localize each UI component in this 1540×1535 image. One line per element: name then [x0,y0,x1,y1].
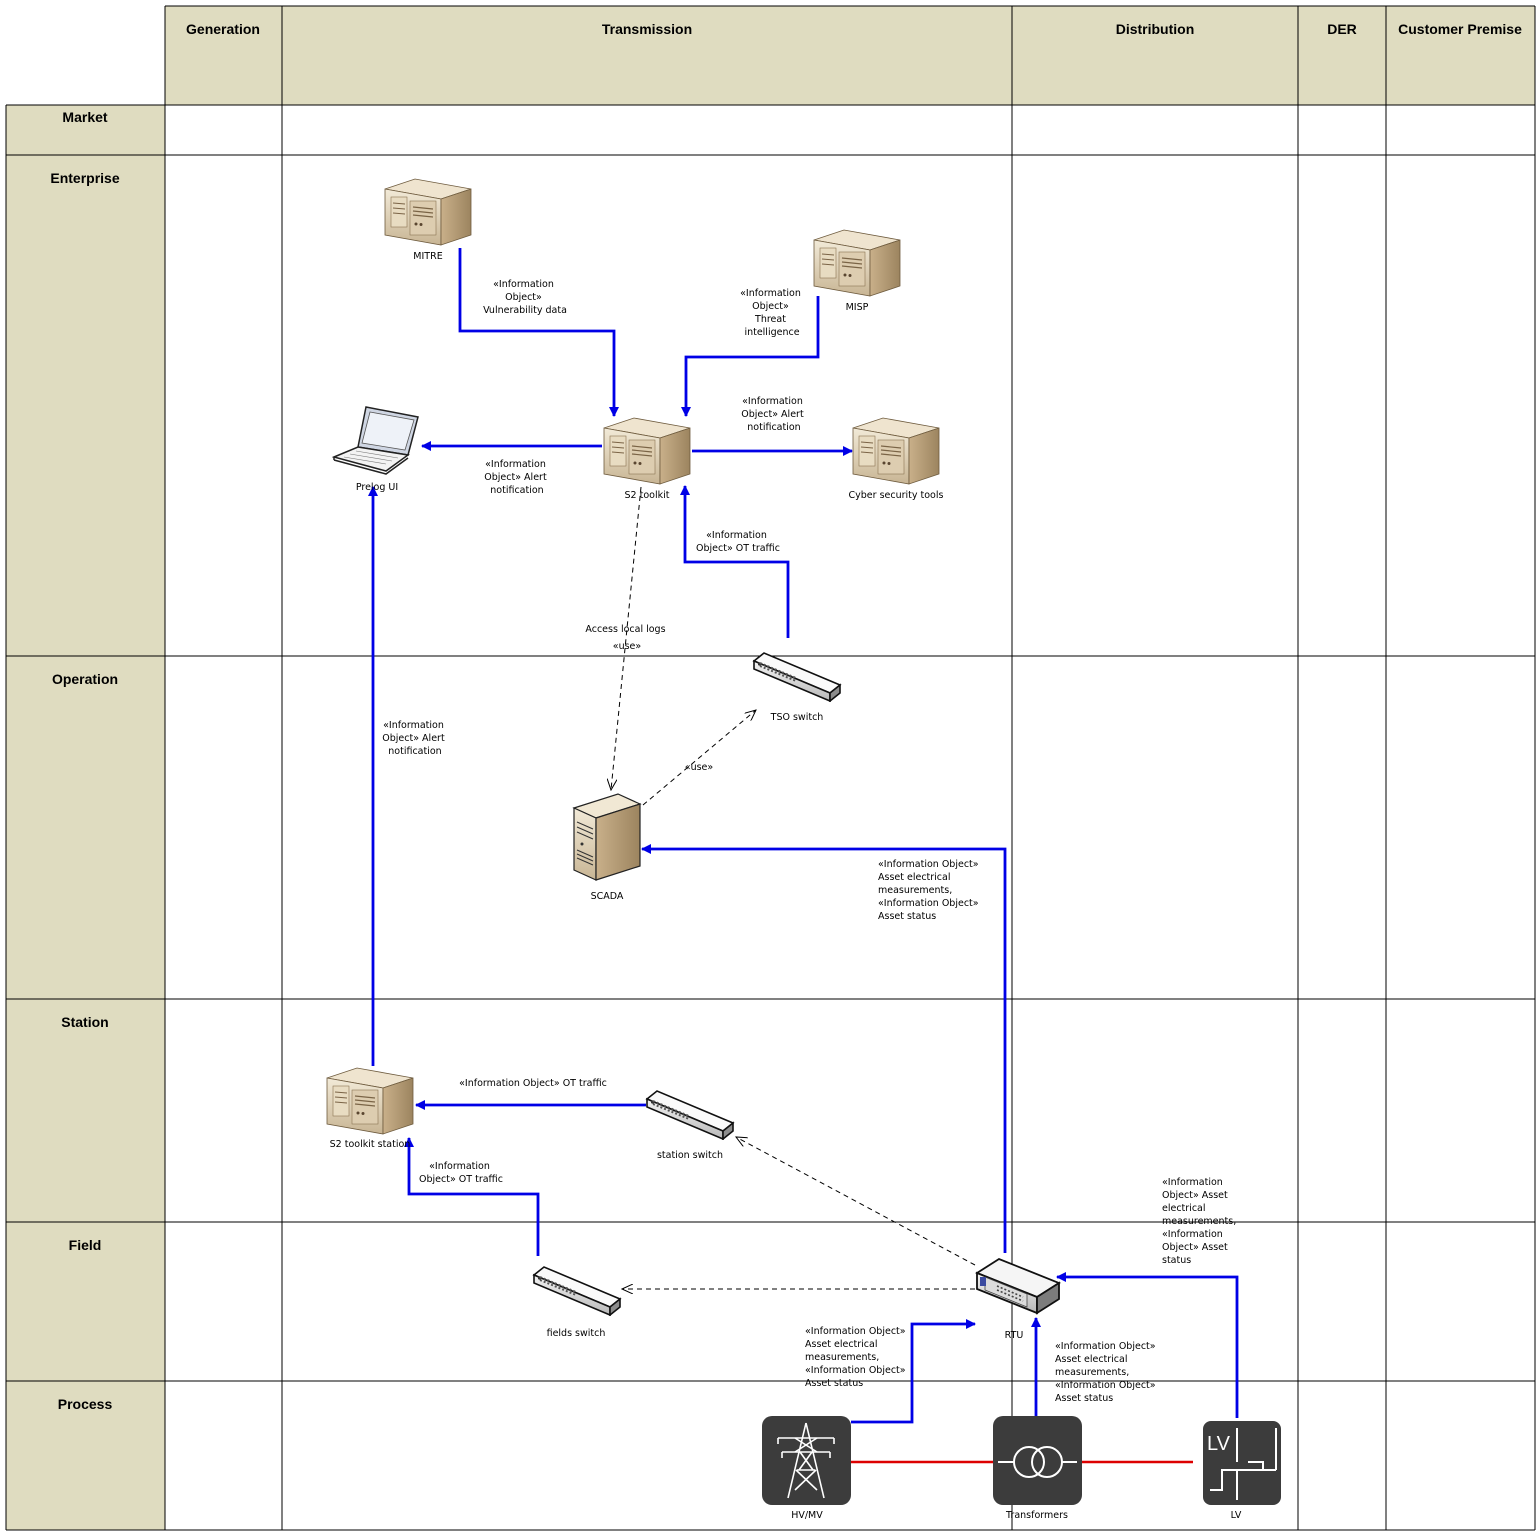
node-transformers[interactable]: Transformers [993,1416,1082,1521]
dep-scada-to-tso-switch[interactable] [642,710,756,806]
label-mitre-to-s2: «Information Object» Vulnerability data [483,279,567,316]
flow-rtu-to-scada[interactable] [641,844,1007,1253]
flow-fields-switch-to-station[interactable] [404,1137,540,1256]
node-label-mitre: MITRE [413,251,442,262]
transformer-icon [993,1416,1082,1505]
flow-misp-to-s2-toolkit[interactable] [681,296,820,417]
node-label-station-switch: station switch [657,1150,723,1161]
transmission-tower-icon [762,1416,851,1505]
server-icon [573,793,641,881]
label-lv-to-rtu: «Information Object» Asset electrical me… [1162,1177,1239,1266]
label-s2-to-cyber: «Information Object» Alert notification [741,396,806,433]
network-switch-icon [753,652,841,702]
node-label-scada: SCADA [591,891,624,902]
rtu-icon [976,1258,1060,1314]
label-rtu-to-scada: «Information Object» Asset electrical me… [878,859,982,922]
grid-headers [6,6,1535,1530]
lv-panel-icon: LV [1203,1421,1281,1505]
server-tower-icon [813,229,901,297]
column-headers: Generation Transmission Distribution DER… [186,21,1522,37]
node-label-misp: MISP [846,302,869,313]
column-header-der: DER [1327,21,1357,37]
use-dependencies [611,486,976,1289]
label-stsw-to-station: «Information Object» OT traffic [459,1078,607,1089]
row-headers: Market Enterprise Operation Station Fiel… [50,109,119,1412]
node-label-hv-mv: HV/MV [791,1510,823,1521]
node-label-s2-toolkit: S2 toolkit [625,490,670,501]
node-lv[interactable]: LV LV [1203,1421,1281,1521]
node-s2-toolkit-station[interactable]: S2 toolkit station [326,1067,414,1150]
node-label-lv: LV [1231,1510,1242,1521]
label-s2-to-ui: «Information Object» Alert notification [484,459,549,496]
node-tso-switch[interactable]: TSO switch [753,652,841,723]
label-station-to-ui: «Information Object» Alert notification [382,720,447,757]
grid-lines [5,5,1536,1531]
node-s2-toolkit[interactable]: S2 toolkit [603,417,691,501]
label-scada-to-tso: «use» [685,762,714,773]
flow-mitre-to-s2-toolkit[interactable] [458,248,619,417]
node-label-tso-switch: TSO switch [770,712,824,723]
node-station-switch[interactable]: station switch [646,1090,734,1161]
row-header-station: Station [61,1014,108,1030]
label-s2-to-scada: Access local logs «use» [585,624,668,652]
node-cyber-security-tools[interactable]: Cyber security tools [849,417,944,501]
server-tower-icon [326,1067,414,1135]
flow-hvmv-to-rtu[interactable] [851,1319,976,1424]
node-mitre[interactable]: MITRE [384,178,472,262]
node-label-cyber-security-tools: Cyber security tools [849,490,944,501]
column-header-transmission: Transmission [602,21,692,37]
node-label-fields-switch: fields switch [547,1328,606,1339]
server-tower-icon [603,417,691,485]
column-header-generation: Generation [186,21,260,37]
dep-rtu-to-station-switch[interactable] [736,1137,976,1266]
information-flows [368,248,1239,1424]
column-header-customer-premise: Customer Premise [1398,21,1522,37]
node-fields-switch[interactable]: fields switch [533,1266,621,1339]
row-header-operation: Operation [52,671,118,687]
dep-s2-toolkit-to-scada[interactable] [611,486,642,790]
column-header-distribution: Distribution [1116,21,1195,37]
node-label-transformers: Transformers [1005,1510,1068,1521]
node-prelog-ui[interactable]: Prelog UI [333,406,419,493]
node-misp[interactable]: MISP [813,229,901,313]
flow-lv-to-rtu[interactable] [1056,1272,1239,1418]
label-hvmv-to-rtu: «Information Object» Asset electrical me… [805,1326,909,1389]
row-header-process: Process [58,1396,113,1412]
server-tower-icon [852,417,940,485]
network-switch-icon [646,1090,734,1140]
lv-badge-text: LV [1207,1433,1231,1455]
row-header-field: Field [69,1237,102,1253]
node-label-rtu: RTU [1005,1330,1024,1341]
row-header-enterprise: Enterprise [50,170,119,186]
node-scada[interactable]: SCADA [573,793,641,902]
label-tso-to-s2: «Information Object» OT traffic [696,530,780,554]
label-trans-to-rtu: «Information Object» Asset electrical me… [1055,1341,1159,1404]
label-misp-to-s2: «Information Object» Threat intelligence [740,288,804,338]
server-tower-icon [384,178,472,246]
row-header-market: Market [62,109,107,125]
node-rtu[interactable]: RTU [976,1258,1060,1341]
label-fsw-to-station: «Information Object» OT traffic [419,1161,503,1185]
node-hv-mv[interactable]: HV/MV [762,1416,851,1521]
network-switch-icon [533,1266,621,1316]
connector-labels: «Information Object» Vulnerability data … [382,279,1239,1404]
node-label-s2-toolkit-station: S2 toolkit station [330,1139,411,1150]
node-label-prelog-ui: Prelog UI [356,482,398,493]
laptop-icon [333,406,419,475]
flow-tso-switch-to-s2-toolkit[interactable] [680,485,790,638]
